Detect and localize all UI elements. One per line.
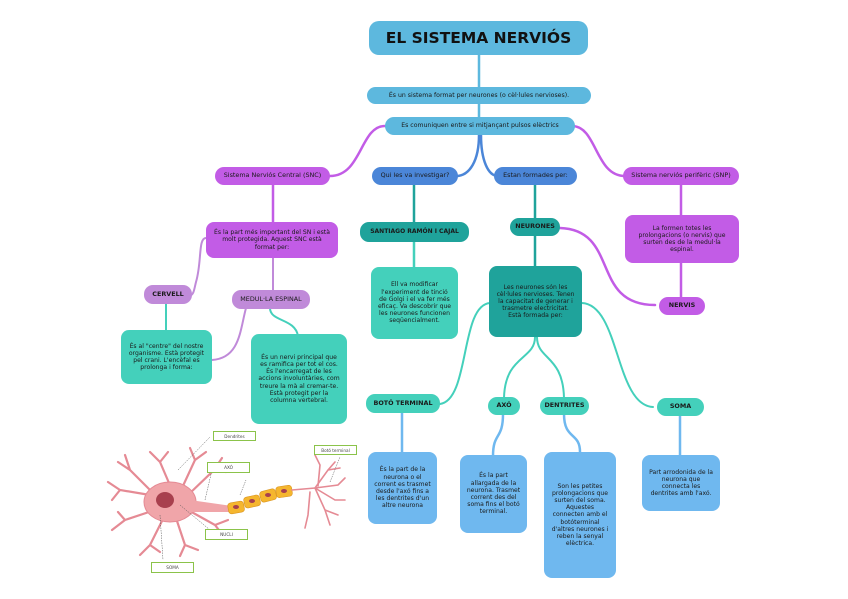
link-axo-desc	[491, 412, 505, 458]
neuron-label-dendrites: Dendrites	[213, 431, 256, 441]
snc-description: És la part més important del SN i està m…	[206, 222, 338, 258]
snp-node: Sistema nerviós perifèric (SNP)	[623, 167, 739, 185]
cervell-node: CERVELL	[144, 285, 192, 304]
link-comm-snc	[328, 124, 387, 178]
neurones-node: NEURONES	[510, 218, 560, 236]
investigator-question-node: Qui les va investigar?	[372, 167, 458, 185]
link-comm-qui	[454, 133, 481, 178]
soma-node: SOMA	[657, 398, 704, 416]
link-snc-cervell	[189, 237, 207, 297]
soma-description: Part arrodonida de la neurona que connec…	[642, 455, 720, 511]
investigator-description: Ell va modificar l'experiment de tinció …	[371, 267, 458, 339]
axo-description: És la part allargada de la neurona. Tras…	[460, 455, 527, 533]
link-neurones-nervis	[558, 226, 657, 307]
link-neurones-axo	[503, 336, 536, 399]
link-dentrites-desc	[562, 412, 582, 454]
dentrites-node: DENTRITES	[540, 397, 589, 415]
nervis-node: NERVIS	[659, 297, 705, 315]
cervell-description: És al "centre" del nostre organisme. Est…	[121, 330, 212, 384]
formed-by-node: Estan formades per:	[494, 167, 577, 185]
neuron-illustration	[106, 436, 346, 561]
neuron-label-soma: SOMA	[151, 562, 194, 573]
neuron-label-nucli: NUCLI	[205, 529, 248, 540]
link-medulla-cervelldesc	[211, 307, 247, 361]
snp-description: La formen totes les prolongacions (o ner…	[625, 215, 739, 263]
neuron-label-boto-terminal: Botó terminal	[314, 445, 357, 455]
neuron-label-axo: AXÓ	[207, 462, 250, 473]
link-neurones-boto	[439, 302, 491, 405]
medulla-node: MEDUL·LA ESPINAL	[232, 290, 310, 309]
dentrites-description: Son les petites prolongacions que surten…	[544, 452, 616, 578]
investigator-name-node: SANTIAGO RAMÓN I CAJAL	[360, 222, 469, 242]
neurones-description: Les neurones són les cèl·lules nervioses…	[489, 266, 582, 337]
link-medulla-desc	[269, 307, 299, 337]
medulla-description: És un nervi principal que es ramifica pe…	[251, 334, 347, 424]
boto-terminal-node: BOTÓ TERMINAL	[366, 394, 440, 413]
link-neurones-dentrites	[536, 336, 565, 399]
axo-node: AXÓ	[488, 397, 520, 415]
page-title: EL SISTEMA NERVIÓS	[369, 21, 588, 55]
intro-node: És un sistema format per neurones (o cèl…	[367, 87, 591, 104]
link-neurones-soma	[581, 302, 654, 408]
snc-node: Sistema Nerviós Central (SNC)	[215, 167, 330, 185]
link-comm-snp	[570, 124, 627, 178]
boto-terminal-description: És la part de la neurona o el corrent es…	[368, 452, 437, 524]
communication-node: Es comuniquen entre si mitjançant pulsos…	[385, 117, 575, 135]
